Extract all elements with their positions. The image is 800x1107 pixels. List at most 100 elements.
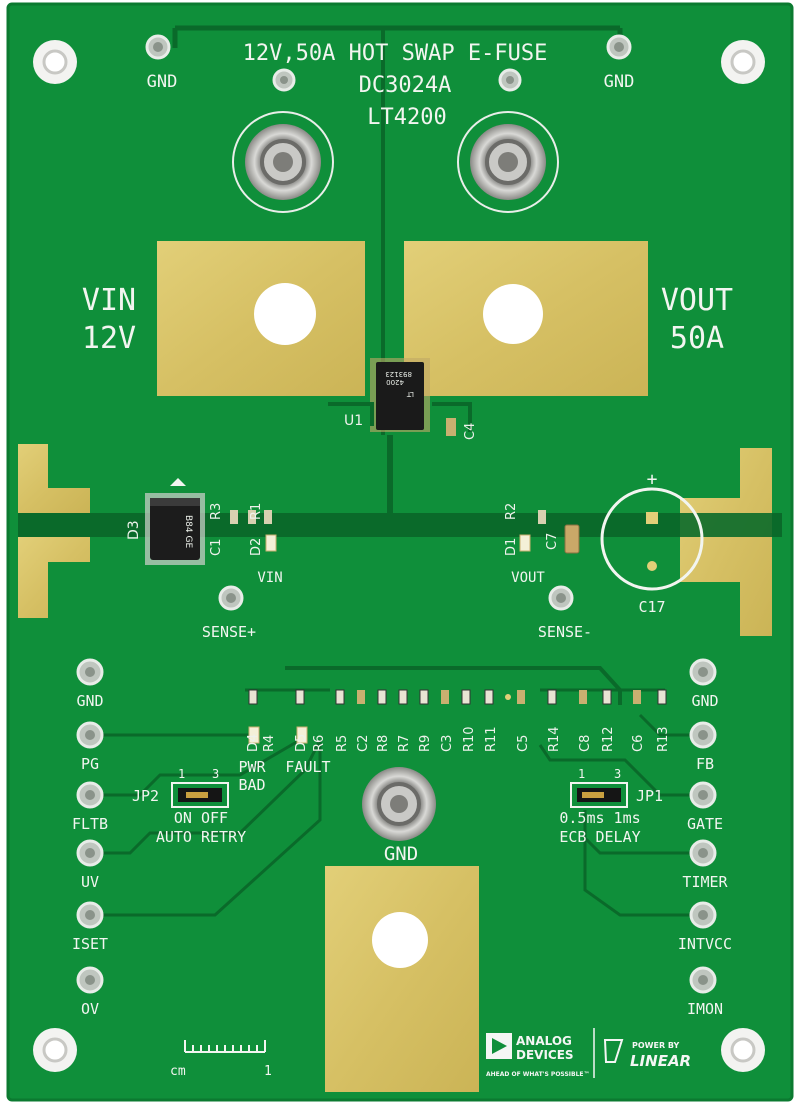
c17-label: C17 (638, 598, 665, 616)
gnd-label-top-right: GND (604, 72, 635, 92)
sense-minus-test-point[interactable] (548, 585, 574, 611)
jp2-jumper[interactable] (171, 782, 229, 808)
ref-designator: D4 (246, 734, 261, 752)
right-header-pin-fb[interactable] (689, 721, 717, 749)
adi-logo-line1: ANALOG (516, 1034, 572, 1048)
left-header-pin-pg[interactable] (76, 721, 104, 749)
d3-ref: D3 (126, 520, 142, 540)
right-header-pin-timer[interactable] (689, 839, 717, 867)
r3-ref: R3 (209, 503, 224, 520)
vin-edge-pad-top (18, 444, 90, 513)
ref-designator: R6 (312, 735, 327, 752)
vin-voltage-label: 12V (82, 321, 136, 356)
left-pin-label: FLTB (72, 815, 108, 833)
jp2-label: JP2 (132, 787, 159, 805)
bottom-passive-row (248, 689, 667, 705)
left-header-pin-fltb[interactable] (76, 781, 104, 809)
jp1-description: ECB DELAY (559, 828, 640, 846)
power-by-linear-logo: POWER BY LINEAR (603, 1039, 691, 1070)
r1-ref: R1 (249, 503, 264, 520)
jp2-options: ON OFF (174, 809, 228, 827)
d5-led (296, 726, 308, 744)
right-pin-label: FB (696, 755, 714, 773)
bad-led-label: BAD (238, 776, 265, 794)
ref-designator: R4 (262, 735, 277, 752)
jp2-pin1: 1 (178, 767, 185, 781)
ref-designator: R10 (462, 726, 477, 752)
right-header-pin-gnd[interactable] (689, 658, 717, 686)
board-title-line1: 12V,50A HOT SWAP E-FUSE (243, 41, 548, 66)
pwr-led-label: PWR (238, 758, 266, 776)
vout-label: VOUT (661, 283, 733, 318)
right-pin-label: INTVCC (678, 935, 732, 953)
jp1-options: 0.5ms 1ms (559, 809, 640, 827)
ref-designator: C3 (440, 735, 455, 752)
ref-designator: C5 (516, 735, 531, 752)
ref-designator: C2 (356, 735, 371, 752)
chip-marking-line2: LT (406, 390, 414, 398)
mounting-hole-top-right (721, 40, 765, 84)
vin-copper-pad (157, 241, 365, 396)
vin-edge-pad-bottom (18, 537, 90, 618)
right-header-pin-gate[interactable] (689, 781, 717, 809)
c17-plus-mark: + (647, 469, 658, 490)
gnd-test-point-top-right[interactable] (606, 34, 632, 60)
board-title-line2: DC3024A (359, 73, 452, 98)
ruler-one: 1 (264, 1064, 272, 1079)
right-pin-label: IMON (687, 1000, 723, 1018)
right-header-pin-intvcc[interactable] (689, 901, 717, 929)
vout-terminal-stud[interactable] (457, 111, 559, 213)
sense-minus-label: SENSE- (538, 623, 592, 641)
right-header-pin-imon[interactable] (689, 966, 717, 994)
r2-ref: R2 (504, 503, 519, 520)
chip-marking-line3: 893123 (385, 370, 412, 378)
mounting-hole-bottom-left (33, 1028, 77, 1072)
chip-marking-line1: 4200 (386, 378, 404, 386)
ref-designator: R11 (484, 726, 499, 752)
vin-terminal-stud[interactable] (232, 111, 334, 213)
cm-ruler (184, 1040, 266, 1053)
gnd-test-point-top-left[interactable] (145, 34, 171, 60)
c4-ref: C4 (463, 423, 478, 440)
left-header-pin-iset[interactable] (76, 901, 104, 929)
gnd-copper-pad (325, 866, 479, 1092)
vout-led-label: VOUT (511, 570, 545, 586)
vout-edge-pad (680, 448, 772, 636)
c17-capacitor-footprint (600, 487, 704, 591)
gnd-terminal-stud[interactable] (362, 767, 436, 841)
vin-led-label: VIN (257, 570, 282, 586)
jp1-pin1: 1 (578, 767, 585, 781)
gnd-label-top-left: GND (147, 72, 178, 92)
ref-designator: R7 (397, 735, 412, 752)
d1-ref: D1 (504, 538, 519, 556)
ref-designator: R14 (547, 726, 562, 752)
ref-designator: C6 (631, 735, 646, 752)
right-pin-label: TIMER (682, 873, 728, 891)
d3-marking: B84 GE (183, 515, 193, 548)
left-pin-label: ISET (72, 935, 108, 953)
ref-designator: C8 (578, 735, 593, 752)
jp1-jumper[interactable] (570, 782, 628, 808)
left-pin-label: GND (76, 692, 103, 710)
d3-diode: B84 GE (145, 493, 205, 565)
vout-copper-pad (404, 241, 648, 396)
linear-logo-line1: POWER BY (632, 1041, 680, 1050)
ref-designator: R8 (376, 735, 391, 752)
sense-plus-test-point[interactable] (218, 585, 244, 611)
via-test-point-right (498, 68, 522, 92)
jp2-pin3: 3 (212, 767, 219, 781)
u1-lt4200-chip: 4200 LT 893123 (370, 358, 430, 432)
left-header-pin-ov[interactable] (76, 966, 104, 994)
left-pin-label: UV (81, 873, 99, 891)
left-header-pin-gnd[interactable] (76, 658, 104, 686)
left-pin-label: PG (81, 755, 99, 773)
ruler-unit: cm (170, 1064, 186, 1079)
fault-led-label: FAULT (285, 758, 330, 776)
ref-designator: R5 (335, 735, 350, 752)
gnd-center-label: GND (384, 843, 418, 865)
left-header-pin-uv[interactable] (76, 839, 104, 867)
sense-plus-label: SENSE+ (202, 623, 256, 641)
ref-designator: D5 (294, 734, 309, 752)
via-test-point-left (272, 68, 296, 92)
